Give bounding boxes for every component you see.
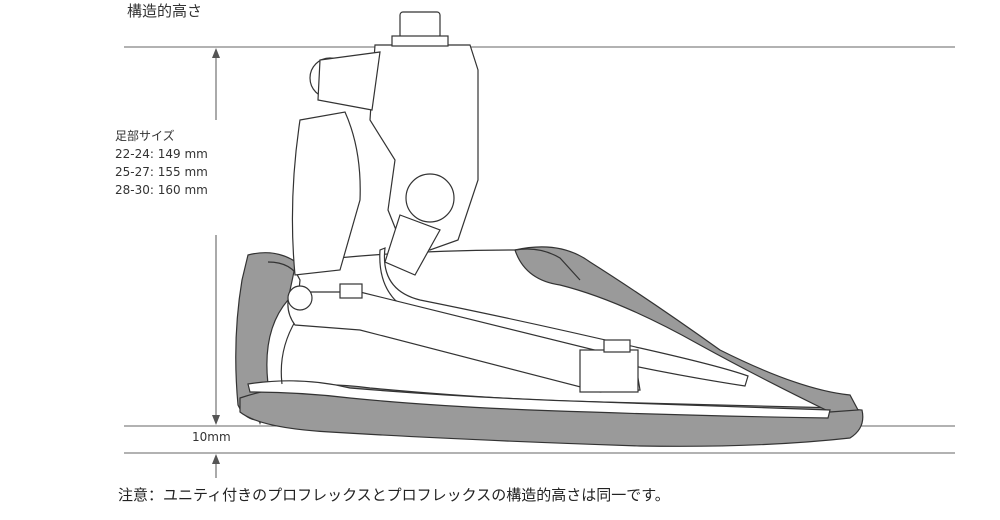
pyramid-adapter (399, 11, 441, 39)
footnote: 注意：ユニティ付きのプロフレックスとプロフレックスの構造的高さは同一です。 (118, 486, 670, 504)
foot-plate (247, 380, 831, 419)
foot-size-heading: 足部サイズ (115, 129, 175, 143)
toe-bolt (603, 339, 631, 353)
foot-size-row: 22-24: 149 mm (115, 147, 208, 161)
build-height-title: 構造的高さ (127, 2, 203, 20)
heel-joint (287, 285, 313, 311)
ankle-pivot (405, 173, 455, 223)
foot-size-row: 25-27: 155 mm (115, 165, 208, 179)
upper-link (317, 51, 381, 111)
shell-upper-outline (299, 248, 581, 281)
heel-height-label: 10mm (192, 430, 231, 444)
foot-size-row: 28-30: 160 mm (115, 183, 208, 197)
front-link (291, 111, 361, 276)
heel-bolt (339, 283, 363, 299)
hydraulic-link (384, 214, 441, 276)
toe-block (579, 349, 639, 393)
pyramid-base (391, 35, 449, 47)
foot-size-legend: 足部サイズ 22-24: 149 mm 25-27: 155 mm 28-30:… (115, 127, 208, 199)
build-height-dimension (212, 48, 220, 425)
